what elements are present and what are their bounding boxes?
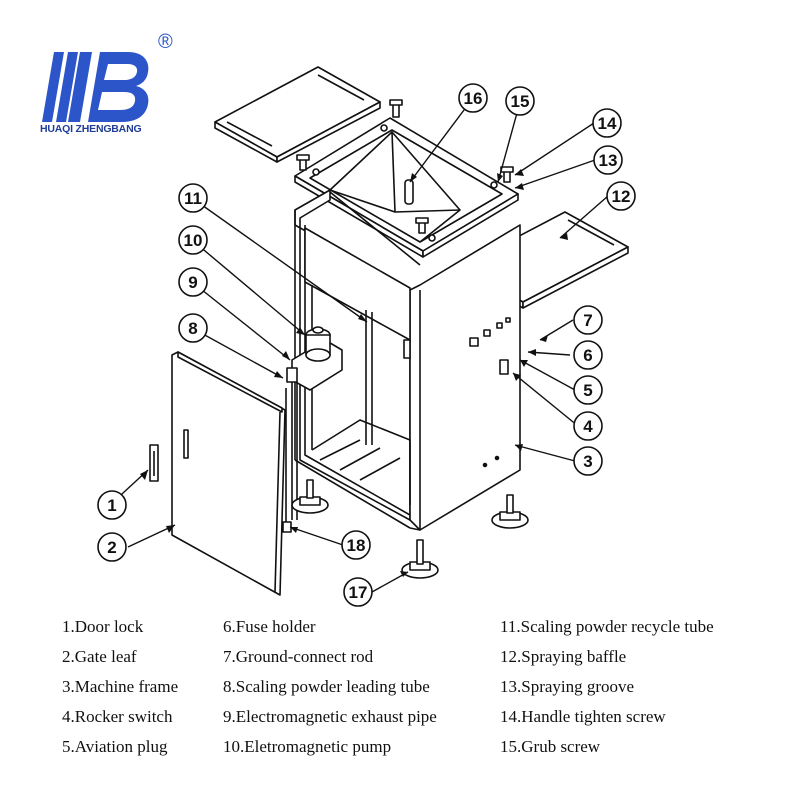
callout-circle (178, 313, 208, 343)
callout-circle (606, 181, 636, 211)
callout-5: 5 (573, 375, 603, 405)
callout-circle (573, 305, 603, 335)
legend-item: 1.Door lock (62, 617, 144, 636)
callout-number: 3 (583, 452, 592, 471)
callout-number: 14 (598, 114, 617, 133)
registered-mark: ® (158, 31, 173, 53)
legend-item: 6.Fuse holder (223, 617, 316, 636)
callout-11: 11 (178, 183, 208, 213)
legend-item: 2.Gate leaf (62, 647, 137, 666)
callout-17: 17 (343, 577, 373, 607)
legend-item: 5.Aviation plug (62, 737, 168, 756)
screws (296, 99, 514, 242)
callout-number: 18 (347, 536, 366, 555)
adjustable-feet (291, 479, 529, 579)
callout-2: 2 (97, 532, 127, 562)
callout-15: 15 (505, 86, 535, 116)
callout-number: 6 (583, 346, 592, 365)
callout-number: 16 (464, 89, 483, 108)
legend-item: 15.Grub screw (500, 737, 601, 756)
legend-item: 4.Rocker switch (62, 707, 173, 726)
callout-circle (505, 86, 535, 116)
legend-item: 7.Ground-connect rod (223, 647, 374, 666)
legend-item: 10.Eletromagnetic pump (223, 737, 392, 756)
callout-14: 14 (592, 108, 622, 138)
callout-number: 5 (583, 381, 592, 400)
callout-circle (343, 577, 373, 607)
legend-item: 3.Machine frame (62, 677, 179, 696)
callout-number: 17 (349, 583, 368, 602)
callout-circle (458, 83, 488, 113)
legend-item: 12.Spraying baffle (500, 647, 627, 666)
callout-number: 11 (184, 189, 202, 208)
callout-10: 10 (178, 225, 208, 255)
legend-item: 8.Scaling powder leading tube (223, 677, 430, 696)
callout-13: 13 (593, 145, 623, 175)
callout-circle (178, 183, 208, 213)
callout-circle (573, 446, 603, 476)
callout-number: 13 (599, 151, 618, 170)
callout-16: 16 (458, 83, 488, 113)
callout-number: 9 (188, 273, 197, 292)
callout-circle (573, 340, 603, 370)
callout-6: 6 (573, 340, 603, 370)
callout-circle (592, 108, 622, 138)
legend-column-2: 6.Fuse holder 7.Ground-connect rod 8.Sca… (223, 612, 437, 762)
callout-circle (573, 411, 603, 441)
legend-item: 9.Electromagnetic exhaust pipe (223, 707, 437, 726)
callout-number: 15 (511, 92, 530, 111)
callout-8: 8 (178, 313, 208, 343)
callout-circle (97, 532, 127, 562)
gate-leaf-door (149, 351, 286, 596)
callout-7: 7 (573, 305, 603, 335)
electromagnetic-pump (282, 326, 343, 533)
callout-circle (593, 145, 623, 175)
callout-9: 9 (178, 267, 208, 297)
callout-number: 8 (188, 319, 197, 338)
callout-number: 7 (583, 311, 592, 330)
legend-item: 13.Spraying groove (500, 677, 635, 696)
legend-column-1: 1.Door lock 2.Gate leaf 3.Machine frame … (62, 612, 178, 762)
leader-arrowheads (140, 169, 568, 577)
callout-18: 18 (341, 530, 371, 560)
callout-number: 12 (612, 187, 631, 206)
legend-item: 14.Handle tighten screw (500, 707, 666, 726)
callout-4: 4 (573, 411, 603, 441)
callout-12: 12 (606, 181, 636, 211)
callout-1: 1 (97, 490, 127, 520)
callout-number: 2 (107, 538, 116, 557)
callout-number: 10 (184, 231, 203, 250)
callout-circle (341, 530, 371, 560)
callout-circle (178, 225, 208, 255)
callout-number: 4 (583, 417, 593, 436)
top-cover-plate (214, 66, 381, 163)
parts-legend: 1.Door lock 2.Gate leaf 3.Machine frame … (0, 612, 800, 762)
callout-circle (178, 267, 208, 297)
machine-frame (294, 189, 521, 531)
legend-column-3: 11.Scaling powder recycle tube 12.Sprayi… (500, 612, 714, 762)
brand-logo: ® (42, 31, 173, 122)
callout-number: 1 (107, 496, 116, 515)
legend-item: 11.Scaling powder recycle tube (500, 617, 714, 636)
brand-name: HUAQI ZHENGBANG (40, 123, 142, 135)
callout-3: 3 (573, 446, 603, 476)
callout-circle (573, 375, 603, 405)
callout-circle (97, 490, 127, 520)
